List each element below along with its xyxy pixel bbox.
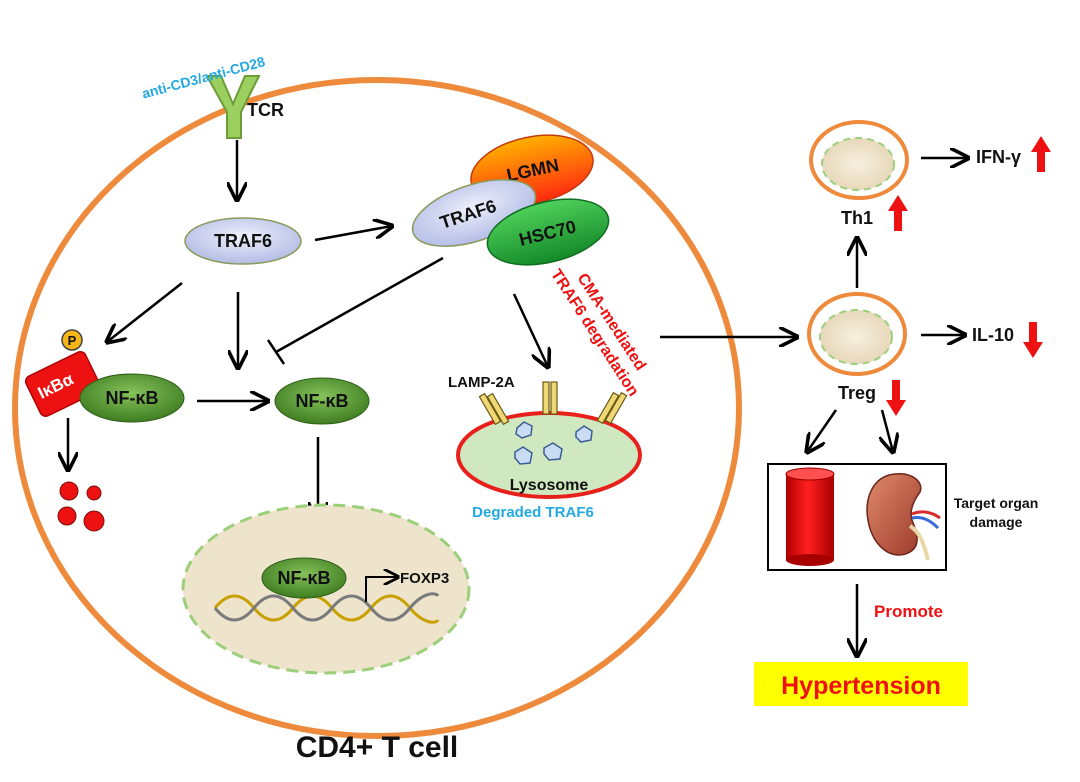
th1-label: Th1 xyxy=(841,208,873,228)
treg-cell xyxy=(807,292,907,376)
arrow-traf6-complex xyxy=(314,226,392,242)
ifn-up-icon xyxy=(1031,136,1051,172)
traf6-node: TRAF6 xyxy=(184,217,302,265)
foxp3-label: FOXP3 xyxy=(400,570,449,587)
blood-vessel-icon xyxy=(785,467,835,566)
arrow-complex-lysosome xyxy=(512,293,548,367)
treg-label: Treg xyxy=(838,383,876,403)
tcr-receptor xyxy=(205,75,261,139)
hsc70-node xyxy=(486,198,610,266)
lysosome-label: Lysosome xyxy=(510,477,589,494)
lysosome: Lysosome xyxy=(456,381,642,499)
organ-label-line1: Target organ xyxy=(954,495,1039,511)
treg-down-icon xyxy=(886,380,906,416)
nfkb-free-node: NF-κB xyxy=(274,377,370,425)
phospho-label: P xyxy=(68,333,77,348)
cell-label: CD4+ T cell xyxy=(296,731,459,764)
th1-up-icon xyxy=(888,195,908,231)
lamp2a-label: LAMP-2A xyxy=(448,374,515,391)
arrow-traf6-ikba xyxy=(107,282,183,342)
organ-label-line2: damage xyxy=(970,514,1023,530)
arrow-treg-kidney xyxy=(882,409,893,452)
nfkb-bound-label: NF-κB xyxy=(105,388,158,408)
inhibition-complex-nfkb xyxy=(266,256,444,365)
degraded-fragments xyxy=(514,421,593,465)
traf6-lgmn-hsc70-complex: LGMN TRAF6 HSC70 xyxy=(411,134,610,266)
phospho-marker: P xyxy=(61,329,83,351)
promote-label: Promote xyxy=(874,602,943,621)
degraded-traf6-label: Degraded TRAF6 xyxy=(472,504,594,521)
nucleus: NF-κB FOXP3 xyxy=(181,503,471,675)
hypertension-box xyxy=(754,662,968,706)
arrow-treg-vessel xyxy=(807,409,838,452)
il10-label: IL-10 xyxy=(972,325,1014,345)
nfkb-bound-node: NF-κB xyxy=(79,373,185,423)
kidney-icon xyxy=(866,473,941,561)
nfkb-nuclear-label: NF-κB xyxy=(277,568,330,588)
nfkb-nuclear-node xyxy=(261,557,347,599)
ifn-label: IFN-γ xyxy=(976,147,1021,167)
dna-strand-b xyxy=(213,592,440,622)
promoter-arrow xyxy=(365,577,398,602)
ikba-node: IκBα xyxy=(24,351,102,417)
traf6-label: TRAF6 xyxy=(214,231,272,251)
nfkb-free-label: NF-κB xyxy=(295,391,348,411)
lamp2a-receptors xyxy=(478,381,628,426)
th1-cell xyxy=(809,120,909,200)
il10-down-icon xyxy=(1023,322,1043,358)
hypertension-label: Hypertension xyxy=(781,672,941,700)
degraded-ikba-fragments xyxy=(57,481,105,532)
tcr-label: TCR xyxy=(247,100,284,120)
